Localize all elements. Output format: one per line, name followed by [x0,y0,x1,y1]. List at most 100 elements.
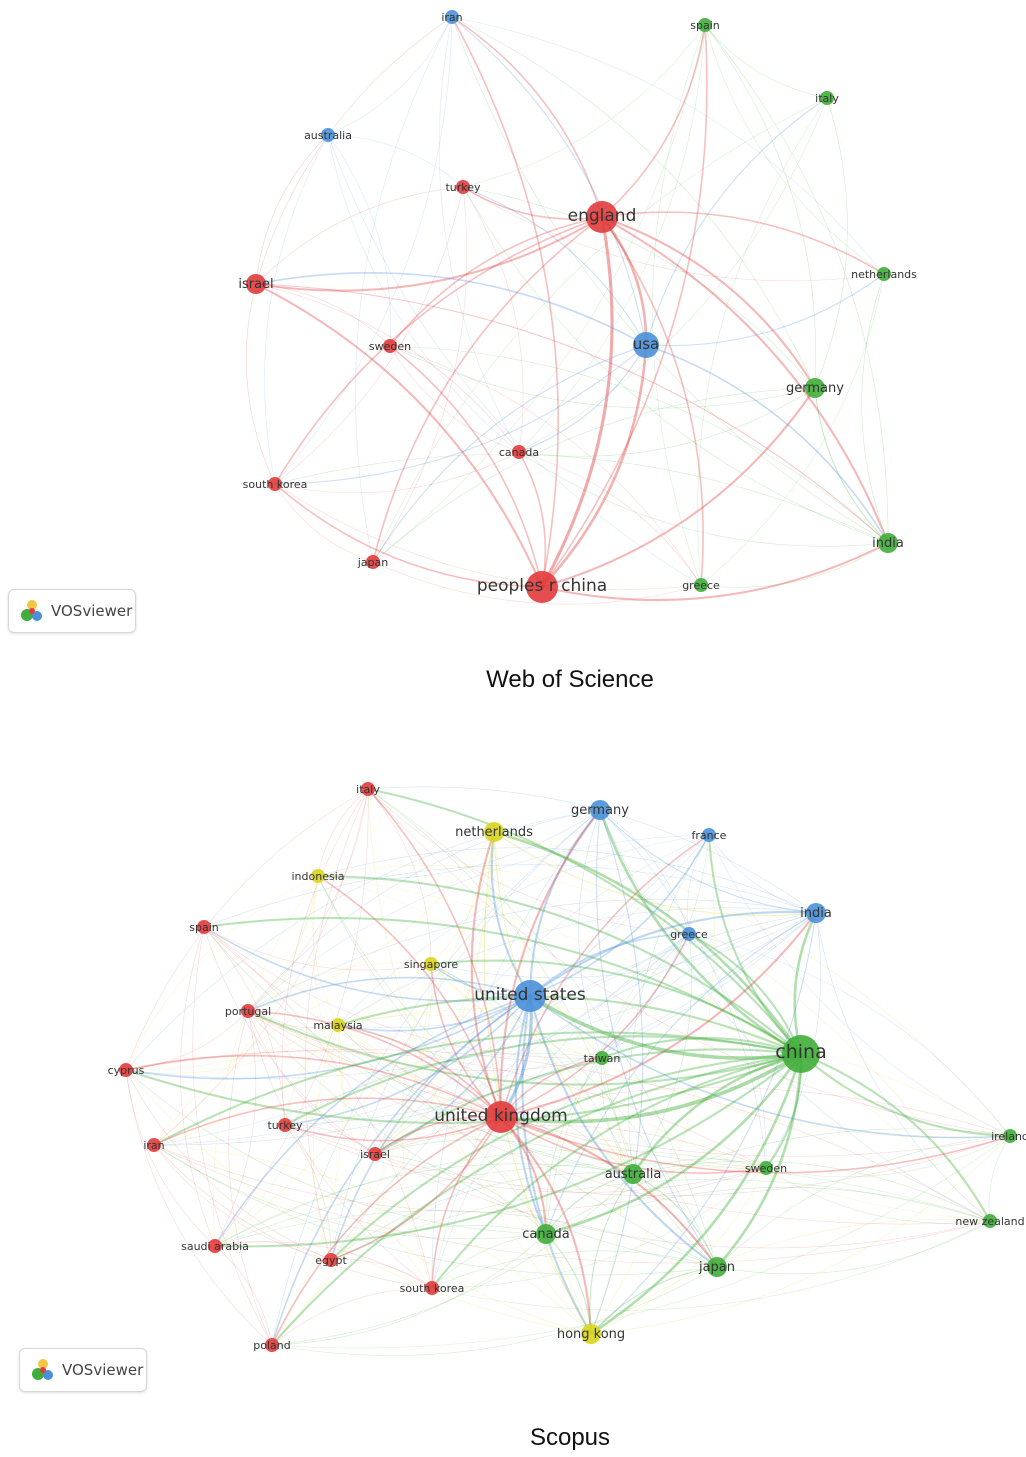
node-greece[interactable] [694,578,708,592]
link-edge [374,1057,603,1155]
node-turkey[interactable] [278,1118,292,1132]
link-edge [330,995,531,1261]
node-india[interactable] [878,533,898,553]
node-label-iran: iran [143,1139,164,1152]
node-spain[interactable] [197,920,211,934]
node-us[interactable] [514,980,546,1012]
node-poland[interactable] [265,1338,279,1352]
node-label-singapore: singapore [404,958,458,971]
node-france[interactable] [702,828,716,842]
node-netherlands[interactable] [877,267,891,281]
link-edge [274,483,702,590]
link-edge [203,926,531,1002]
node-southkorea[interactable] [425,1281,439,1295]
link-edge [284,1035,802,1126]
node-italy[interactable] [361,782,375,796]
node-usa[interactable] [633,332,659,358]
link-edge [203,926,634,1175]
link-edge [374,1125,767,1169]
node-southkorea[interactable] [268,477,282,491]
node-uk[interactable] [485,1101,517,1133]
node-sweden[interactable] [383,339,397,353]
link-edge [153,1144,433,1289]
node-canada[interactable] [512,445,526,459]
node-england[interactable] [586,201,618,233]
link-edge [632,1173,718,1268]
node-hongkong[interactable] [581,1324,601,1344]
node-india[interactable] [806,903,826,923]
node-label-italy: italy [356,783,380,796]
link-edge [153,1144,547,1240]
link-edge [337,1024,433,1289]
node-germany[interactable] [590,800,610,820]
node-label-canada: canada [499,446,539,459]
node-china[interactable] [782,1035,820,1073]
node-germany[interactable] [805,378,825,398]
link-edge [601,211,885,275]
node-israel[interactable] [246,274,266,294]
node-iran[interactable] [445,10,459,24]
node-taiwan[interactable] [595,1051,609,1065]
node-turkey[interactable] [456,180,470,194]
link-edge [327,134,464,188]
link-edge [601,834,710,1059]
link-edge [367,788,502,1118]
node-malaysia[interactable] [331,1018,345,1032]
link-edge [800,1053,1011,1138]
link-edge [652,24,706,586]
link-edge [274,16,453,485]
node-israel[interactable] [368,1147,382,1161]
link-edge [125,809,601,1071]
link-edge [590,912,817,1335]
link-edge [203,916,802,1055]
link-edge [814,387,889,544]
link-edge [367,788,634,1175]
link-edge [861,273,889,544]
link-edge [590,809,644,1335]
node-cyprus[interactable] [119,1063,133,1077]
node-australia[interactable] [321,128,335,142]
link-edge [451,16,647,346]
scopus-caption: Scopus [529,1424,611,1451]
node-newzealand[interactable] [983,1214,997,1228]
link-edge [528,809,601,997]
link-edge [590,1167,767,1335]
node-sweden[interactable] [759,1161,773,1175]
node-italy[interactable] [820,91,834,105]
link-edge [389,345,543,588]
node-ireland[interactable] [1003,1129,1017,1143]
link-edge [590,1219,991,1335]
link-edge [704,24,885,275]
link-edge [284,1052,603,1126]
node-indonesia[interactable] [311,869,325,883]
link-edge [214,995,531,1247]
link-edge [281,788,369,1126]
node-greece[interactable] [682,927,696,941]
link-edge [317,875,502,1118]
node-netherlands[interactable] [484,822,504,842]
node-australia[interactable] [623,1164,643,1184]
node-japan[interactable] [366,555,380,569]
link-edge [317,865,690,935]
node-egypt[interactable] [324,1253,338,1267]
node-japan[interactable] [707,1257,727,1277]
node-label-israel: israel [360,1148,390,1161]
link-edge [330,1225,547,1261]
node-portugal[interactable] [241,1004,255,1018]
link-edge [337,995,802,1055]
link-edge [430,963,634,1175]
node-spain[interactable] [698,18,712,32]
node-singapore[interactable] [424,957,438,971]
link-edge [271,831,495,1346]
link-edge [192,926,273,1346]
node-china[interactable] [526,571,558,603]
node-label-australia: australia [304,129,352,142]
node-canada[interactable] [536,1224,556,1244]
node-saudiarabia[interactable] [208,1239,222,1253]
link-edge [214,1163,634,1247]
link-edge [462,186,885,282]
link-edge [317,875,603,1059]
link-edge [389,216,603,347]
node-iran[interactable] [147,1138,161,1152]
link-edge [598,809,802,1056]
